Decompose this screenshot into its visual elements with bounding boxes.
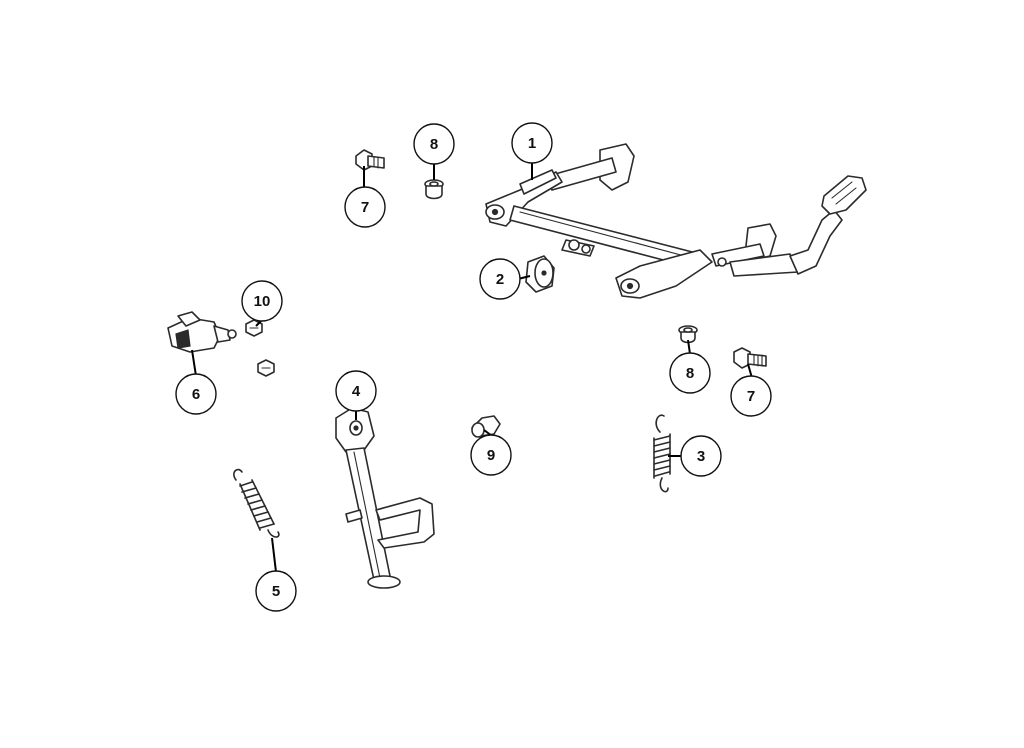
side-stand (335, 407, 435, 589)
small-screw-lower (257, 359, 275, 377)
callout-8-upper: 8 (413, 123, 455, 165)
callout-7-upper: 7 (344, 186, 386, 228)
leader-lines (191, 161, 753, 573)
spring-right (653, 414, 671, 493)
spring-left (233, 468, 280, 538)
bolt-right (733, 347, 767, 369)
main-stand-frame (485, 143, 867, 299)
callout-9-label: 9 (487, 447, 495, 464)
callout-7-upper-label: 7 (361, 199, 369, 216)
callout-3: 3 (680, 435, 722, 477)
callout-2: 2 (479, 258, 521, 300)
callout-9: 9 (470, 434, 512, 476)
callout-10: 10 (241, 280, 283, 322)
callout-1-label: 1 (528, 135, 536, 152)
callout-8-right: 8 (669, 352, 711, 394)
callout-6-label: 6 (192, 386, 200, 403)
callout-3-label: 3 (697, 448, 705, 465)
bolt-upper-left (355, 149, 385, 171)
rubber-stopper (525, 255, 555, 293)
callout-8-upper-label: 8 (430, 136, 438, 153)
callout-1: 1 (511, 122, 553, 164)
collar-upper (424, 179, 444, 200)
callout-4: 4 (335, 370, 377, 412)
cap-nut (471, 415, 501, 438)
callout-2-label: 2 (496, 271, 504, 288)
callout-4-label: 4 (352, 383, 361, 400)
callout-8-right-label: 8 (686, 365, 694, 382)
collar-right (678, 325, 698, 344)
callout-7-right: 7 (730, 375, 772, 417)
side-stand-switch (167, 311, 237, 353)
callout-10-label: 10 (254, 293, 271, 310)
callout-5-label: 5 (272, 583, 280, 600)
callout-5: 5 (255, 570, 297, 612)
callout-7-right-label: 7 (747, 388, 755, 405)
callout-6: 6 (175, 373, 217, 415)
